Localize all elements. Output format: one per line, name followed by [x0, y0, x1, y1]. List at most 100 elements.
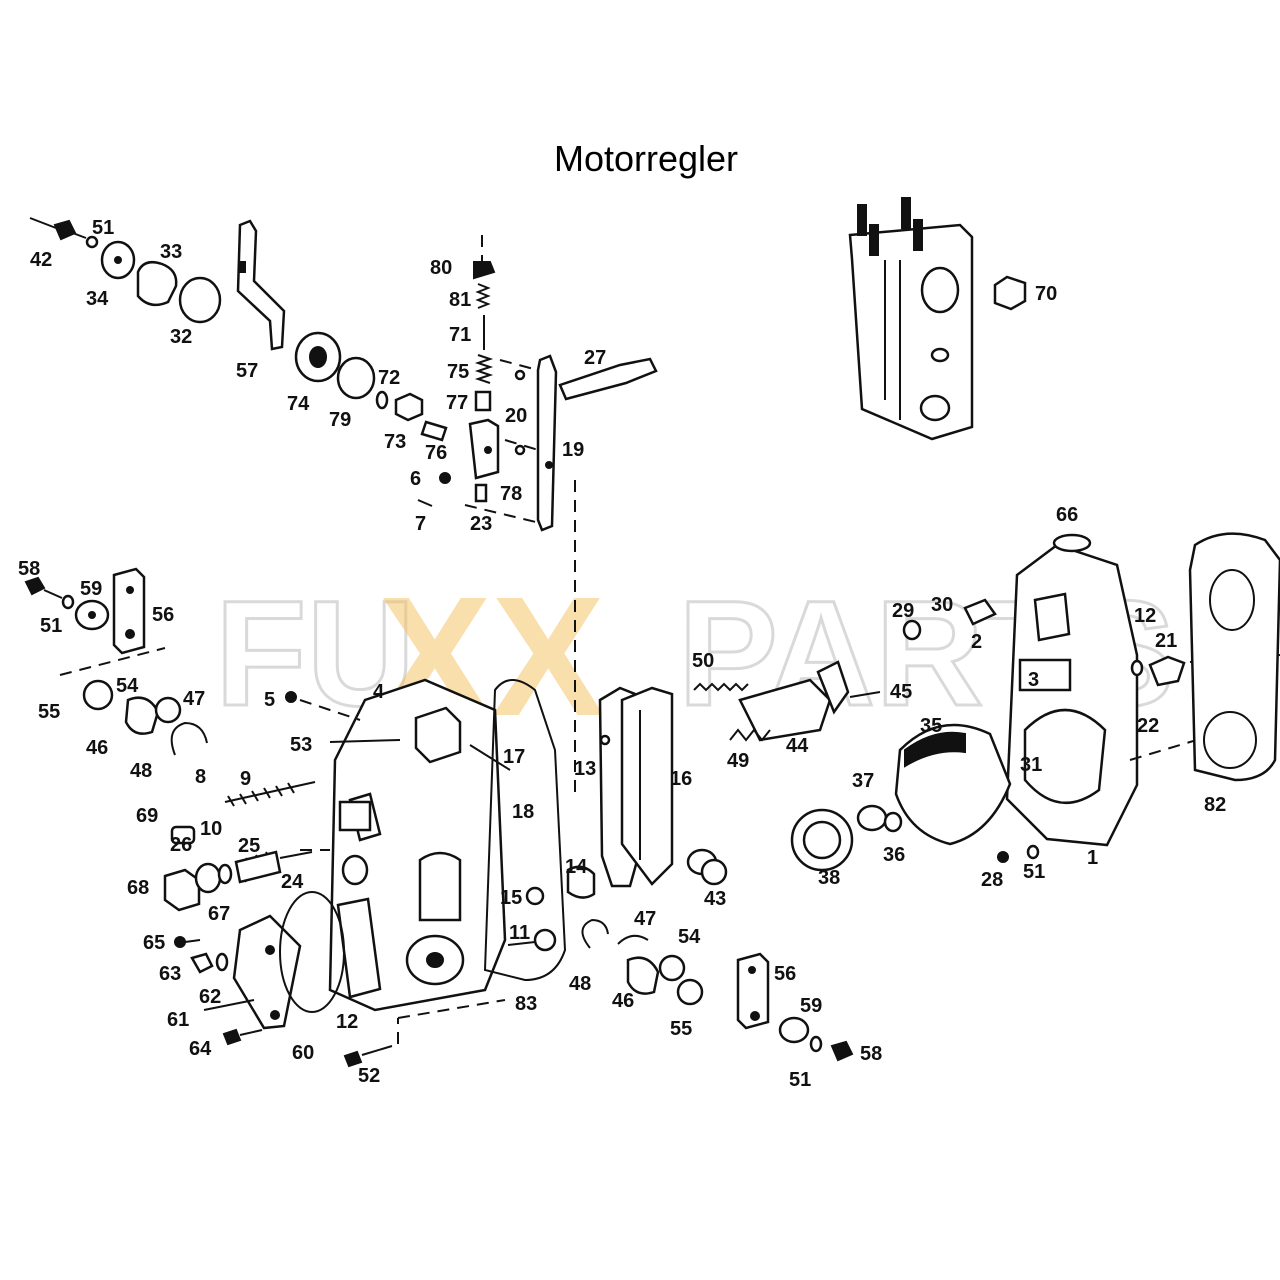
- label-71: 71: [449, 324, 471, 346]
- label-69: 69: [136, 805, 158, 827]
- label-51: 51: [789, 1069, 811, 1091]
- spring-stack: [417, 235, 500, 507]
- label-47: 47: [183, 688, 205, 710]
- lever-19-27: [514, 354, 658, 800]
- gasket-82-bore: [1203, 711, 1257, 769]
- label-27: 27: [584, 347, 606, 369]
- label-74: 74: [287, 393, 310, 415]
- label-19: 19: [562, 439, 584, 461]
- label-7: 7: [415, 513, 426, 535]
- lever-assembly-top-left: [29, 217, 546, 524]
- label-29: 29: [892, 600, 914, 622]
- left-lower-group: [163, 849, 330, 912]
- label-62: 62: [199, 986, 221, 1008]
- seal-group-right: [581, 918, 854, 1062]
- label-14: 14: [565, 856, 588, 878]
- label-13: 13: [574, 758, 596, 780]
- label-46: 46: [86, 737, 108, 759]
- label-47: 47: [634, 908, 656, 930]
- gasket-83: [483, 679, 567, 982]
- label-16: 16: [670, 768, 692, 790]
- lever-plates-13-16: [566, 686, 728, 899]
- label-45: 45: [890, 681, 912, 703]
- diagram-title: Motorregler: [553, 138, 739, 179]
- label-68: 68: [127, 877, 149, 899]
- label-80: 80: [430, 257, 452, 279]
- cover-plate-group: [174, 891, 345, 1046]
- label-59: 59: [80, 578, 102, 600]
- label-6: 6: [410, 468, 421, 490]
- label-18: 18: [512, 801, 534, 823]
- label-55: 55: [38, 701, 60, 723]
- label-24: 24: [281, 871, 304, 893]
- label-58: 58: [860, 1043, 882, 1065]
- label-60: 60: [292, 1042, 314, 1064]
- label-5: 5: [264, 689, 275, 711]
- label-37: 37: [852, 770, 874, 792]
- label-63: 63: [159, 963, 181, 985]
- label-12: 12: [336, 1011, 358, 1033]
- label-23: 23: [470, 513, 492, 535]
- label-25: 25: [238, 835, 260, 857]
- label-44: 44: [786, 735, 809, 757]
- pump-housing-top-right: [848, 197, 1027, 441]
- label-50: 50: [692, 650, 714, 672]
- label-78: 78: [500, 483, 522, 505]
- label-10: 10: [200, 818, 222, 840]
- label-51: 51: [92, 217, 114, 239]
- bracket-group-left: [24, 567, 166, 676]
- part-labels: 42 51 33 34 32 57 74 79 72 73 80 81 71 7…: [18, 217, 1226, 1091]
- label-36: 36: [883, 844, 905, 866]
- label-82: 82: [1204, 794, 1226, 816]
- label-77: 77: [446, 392, 468, 414]
- label-28: 28: [981, 869, 1003, 891]
- label-65: 65: [143, 932, 165, 954]
- label-9: 9: [240, 768, 251, 790]
- label-11: 11: [509, 922, 530, 944]
- label-34: 34: [86, 288, 109, 310]
- label-42: 42: [30, 249, 52, 271]
- label-4: 4: [373, 681, 385, 703]
- label-53: 53: [290, 734, 312, 756]
- label-61: 61: [167, 1009, 189, 1031]
- seal-group-left: [82, 679, 208, 756]
- label-75: 75: [447, 361, 469, 383]
- plug-11: [533, 928, 557, 952]
- label-30: 30: [931, 594, 953, 616]
- label-76: 76: [425, 442, 447, 464]
- label-35: 35: [920, 715, 942, 737]
- label-52: 52: [358, 1065, 380, 1087]
- label-70: 70: [1035, 283, 1057, 305]
- label-51: 51: [40, 615, 62, 637]
- label-56: 56: [774, 963, 796, 985]
- label-83: 83: [515, 993, 537, 1015]
- label-48: 48: [130, 760, 152, 782]
- label-22: 22: [1137, 715, 1159, 737]
- label-20: 20: [505, 405, 527, 427]
- label-79: 79: [329, 409, 351, 431]
- flyweight-assembly: [790, 723, 1040, 872]
- label-58: 58: [18, 558, 40, 580]
- label-2: 2: [971, 631, 982, 653]
- label-3: 3: [1028, 669, 1039, 691]
- label-17: 17: [503, 746, 525, 768]
- label-57: 57: [236, 360, 258, 382]
- label-55: 55: [670, 1018, 692, 1040]
- label-48: 48: [569, 973, 591, 995]
- label-66: 66: [1056, 504, 1078, 526]
- label-32: 32: [170, 326, 192, 348]
- label-1: 1: [1087, 847, 1098, 869]
- label-8: 8: [195, 766, 206, 788]
- label-49: 49: [727, 750, 749, 772]
- label-54: 54: [116, 675, 139, 697]
- label-46: 46: [612, 990, 634, 1012]
- label-59: 59: [800, 995, 822, 1017]
- bolt-52: [343, 999, 506, 1068]
- label-26: 26: [170, 834, 192, 856]
- label-21: 21: [1155, 630, 1177, 652]
- label-38: 38: [818, 867, 840, 889]
- label-15: 15: [500, 887, 522, 909]
- label-72: 72: [378, 367, 400, 389]
- label-64: 64: [189, 1038, 212, 1060]
